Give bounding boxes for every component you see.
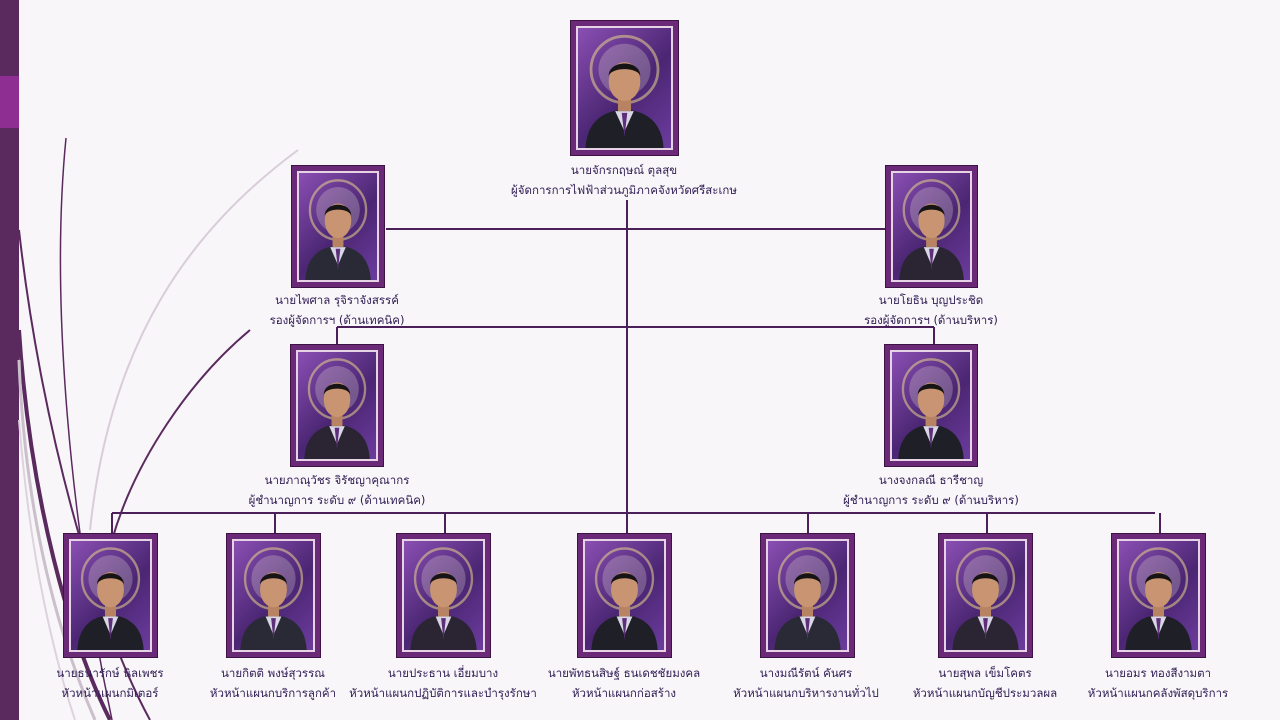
portrait-image — [1117, 539, 1200, 652]
portrait-image — [69, 539, 152, 652]
portrait-image — [297, 171, 379, 282]
curve-light-3 — [18, 419, 76, 720]
portrait-image — [891, 171, 972, 282]
person-name: นางมณีรัตน์ คันศร — [759, 666, 853, 680]
position-title: หัวหน้าแผนกบริหารงานทั่วไป — [733, 686, 879, 700]
portrait-image — [890, 350, 972, 461]
portrait-photo — [63, 533, 158, 658]
person-name: นายโยธิน บุญประชิด — [878, 293, 984, 307]
portrait-image — [944, 539, 1027, 652]
portrait-image — [576, 26, 673, 150]
portrait-photo — [291, 165, 385, 288]
left-decor-accent — [0, 76, 19, 128]
position-title: หัวหน้าแผนกมิเตอร์ — [61, 686, 159, 700]
portrait-photo — [1111, 533, 1206, 658]
curve-dark-4 — [111, 329, 251, 541]
position-title: รองผู้จัดการฯ (ด้านเทคนิค) — [269, 313, 405, 327]
person-name: นายธนารักษ์ นิลเพชร — [56, 666, 164, 680]
portrait-image — [296, 350, 378, 461]
position-title: หัวหน้าแผนกก่อสร้าง — [571, 686, 677, 700]
portrait-photo — [885, 165, 978, 288]
person-name: นายประธาน เอี่ยมบาง — [387, 666, 499, 680]
portrait-image — [232, 539, 315, 652]
person-name: นายกิตติ พงษ์สุวรรณ — [221, 666, 325, 680]
position-title: รองผู้จัดการฯ (ด้านบริหาร) — [864, 313, 998, 327]
curve-dark-1 — [18, 229, 151, 720]
person-name: นายพัทธนสิษฐ์ ธนเดชชัยมงคล — [547, 666, 701, 680]
position-title: หัวหน้าแผนกปฏิบัติการและบำรุงรักษา — [349, 686, 537, 700]
portrait-photo — [570, 20, 679, 156]
position-title: หัวหน้าแผนกคลังพัสดุบริการ — [1087, 686, 1229, 700]
position-title: หัวหน้าแผนกบัญชีประมวลผล — [912, 686, 1058, 700]
portrait-image — [766, 539, 849, 652]
portrait-photo — [290, 344, 384, 467]
person-name: นางจงกลณี ธารีชาญ — [878, 473, 984, 487]
portrait-photo — [938, 533, 1033, 658]
position-title: ผู้จัดการการไฟฟ้าส่วนภูมิภาคจังหวัดศรีสะ… — [511, 183, 737, 197]
person-name: นายสุพล เข็มโคตร — [938, 666, 1032, 680]
portrait-photo — [226, 533, 321, 658]
portrait-image — [402, 539, 485, 652]
position-title: ผู้ชำนาญการ ระดับ ๙ (ด้านบริหาร) — [843, 493, 1019, 507]
portrait-photo — [760, 533, 855, 658]
curve-dark-2 — [17, 329, 112, 720]
curve-light-2 — [17, 359, 97, 720]
portrait-photo — [396, 533, 491, 658]
curve-light-1 — [89, 149, 299, 531]
portrait-photo — [884, 344, 978, 467]
position-title: หัวหน้าแผนกบริการลูกค้า — [209, 686, 337, 700]
portrait-image — [583, 539, 666, 652]
left-decor-bar — [0, 0, 19, 720]
person-name: นายอมร ทองสีงามตา — [1104, 666, 1212, 680]
person-name: นายจักรกฤษณ์ ตุลสุข — [570, 163, 678, 177]
position-title: ผู้ชำนาญการ ระดับ ๙ (ด้านเทคนิค) — [248, 493, 426, 507]
person-name: นายไพศาล รุจิราจังสรรค์ — [275, 293, 399, 307]
portrait-photo — [577, 533, 672, 658]
person-name: นายภาณุวัชร จิรัชญาคุณากร — [264, 473, 410, 487]
